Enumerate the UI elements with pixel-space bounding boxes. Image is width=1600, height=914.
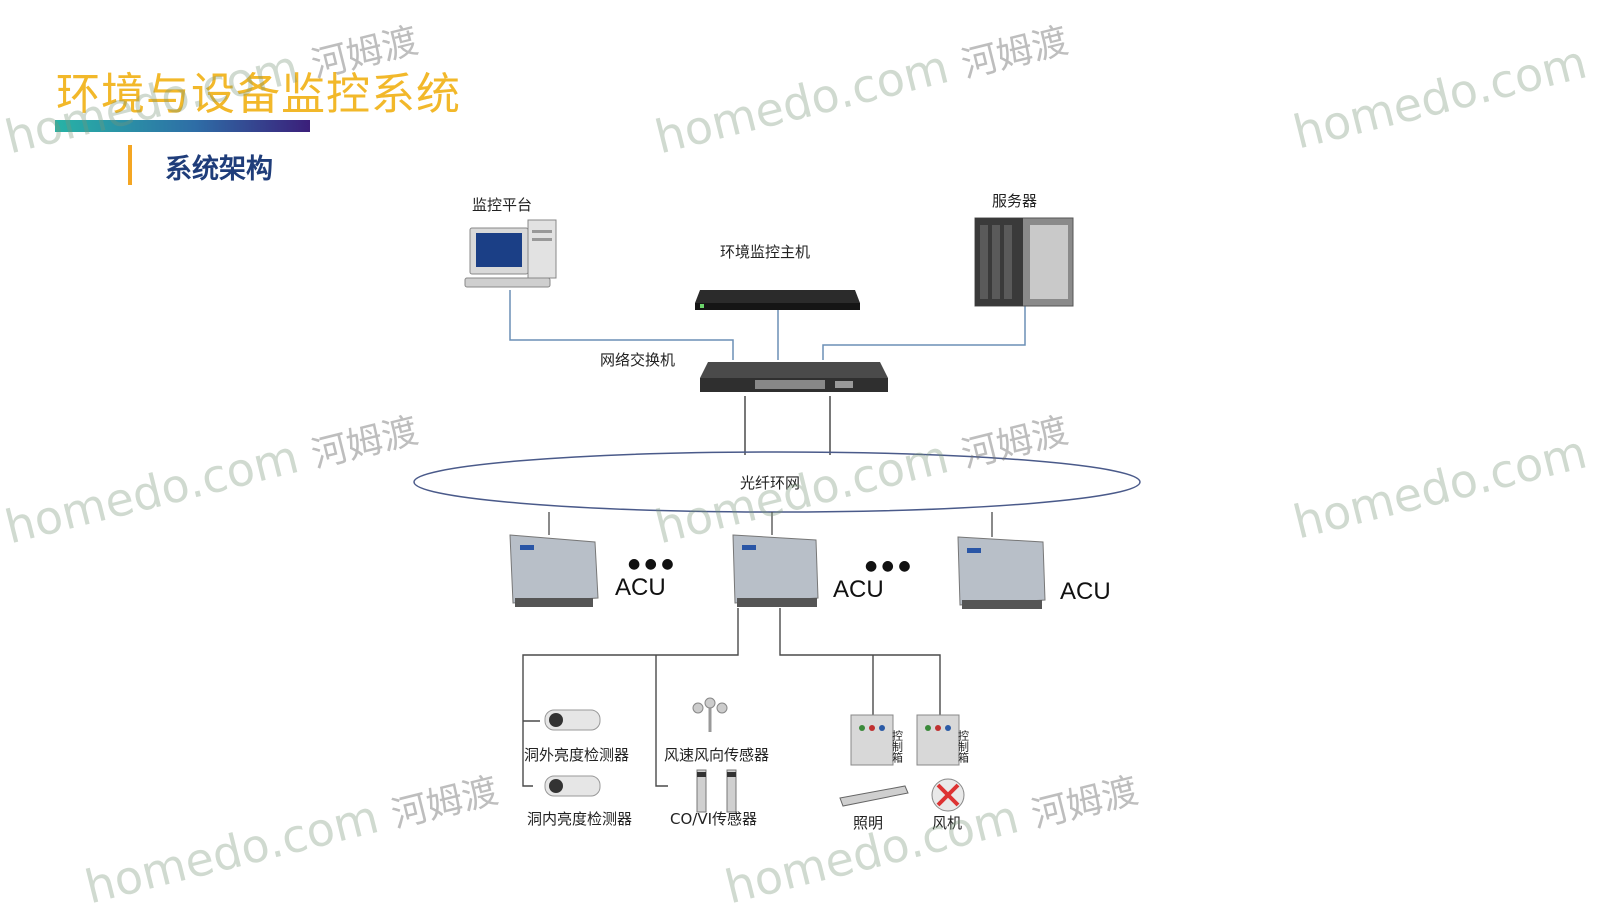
switch-label: 网络交换机 <box>600 351 675 369</box>
fan-icon <box>931 778 965 812</box>
wind-sensor-label: 风速风向传感器 <box>664 746 769 764</box>
lighting-label: 照明 <box>853 814 883 832</box>
acu-ellipsis-1: ● ● ● <box>628 556 674 572</box>
outside-brightness-label: 洞外亮度检测器 <box>524 746 629 764</box>
lighting-fixture-icon <box>839 785 909 807</box>
fan-label: 风机 <box>932 814 962 832</box>
uplink-lines <box>509 290 1026 360</box>
wind-sensor-icon <box>692 697 728 732</box>
acu-device-3-icon <box>957 536 1046 609</box>
fiber-ring-label: 光纤环网 <box>740 474 800 492</box>
acu-ring-drops <box>548 512 993 537</box>
control-box-2-icon <box>916 714 960 766</box>
subtitle: 系统架构 <box>165 154 273 185</box>
inside-brightness-camera-icon <box>544 775 601 797</box>
env-host-device-icon <box>695 290 860 310</box>
covi-sensor-icon <box>696 769 737 813</box>
outside-brightness-camera-icon <box>544 709 601 731</box>
fiber-ring-ellipse <box>413 451 1141 513</box>
control-box-2-label: 控制箱 <box>957 729 970 764</box>
server-rack-icon <box>974 217 1074 307</box>
control-box-1-icon <box>850 714 894 766</box>
acu-device-1-icon <box>509 534 599 607</box>
network-switch-icon <box>700 362 888 392</box>
slide-title: 环境与设备监控系统 <box>56 69 461 120</box>
monitor-platform-label: 监控平台 <box>472 196 532 214</box>
acu-label-1: ACU <box>615 574 666 601</box>
inside-brightness-label: 洞内亮度检测器 <box>527 810 632 828</box>
monitor-platform-pc-icon <box>464 219 557 288</box>
field-device-wiring <box>522 608 941 787</box>
acu-label-2: ACU <box>833 576 884 603</box>
title-underline-bar <box>55 120 310 132</box>
acu-ellipsis-2: ● ● ● <box>865 558 911 574</box>
env-host-label: 环境监控主机 <box>720 243 810 261</box>
server-label: 服务器 <box>992 192 1037 210</box>
covi-sensor-label: CO/VI传感器 <box>670 810 757 828</box>
acu-label-3: ACU <box>1060 578 1111 605</box>
switch-ring-links <box>744 396 831 455</box>
acu-device-2-icon <box>732 534 819 607</box>
subtitle-accent-bar <box>128 145 132 185</box>
control-box-1-label: 控制箱 <box>891 729 904 764</box>
